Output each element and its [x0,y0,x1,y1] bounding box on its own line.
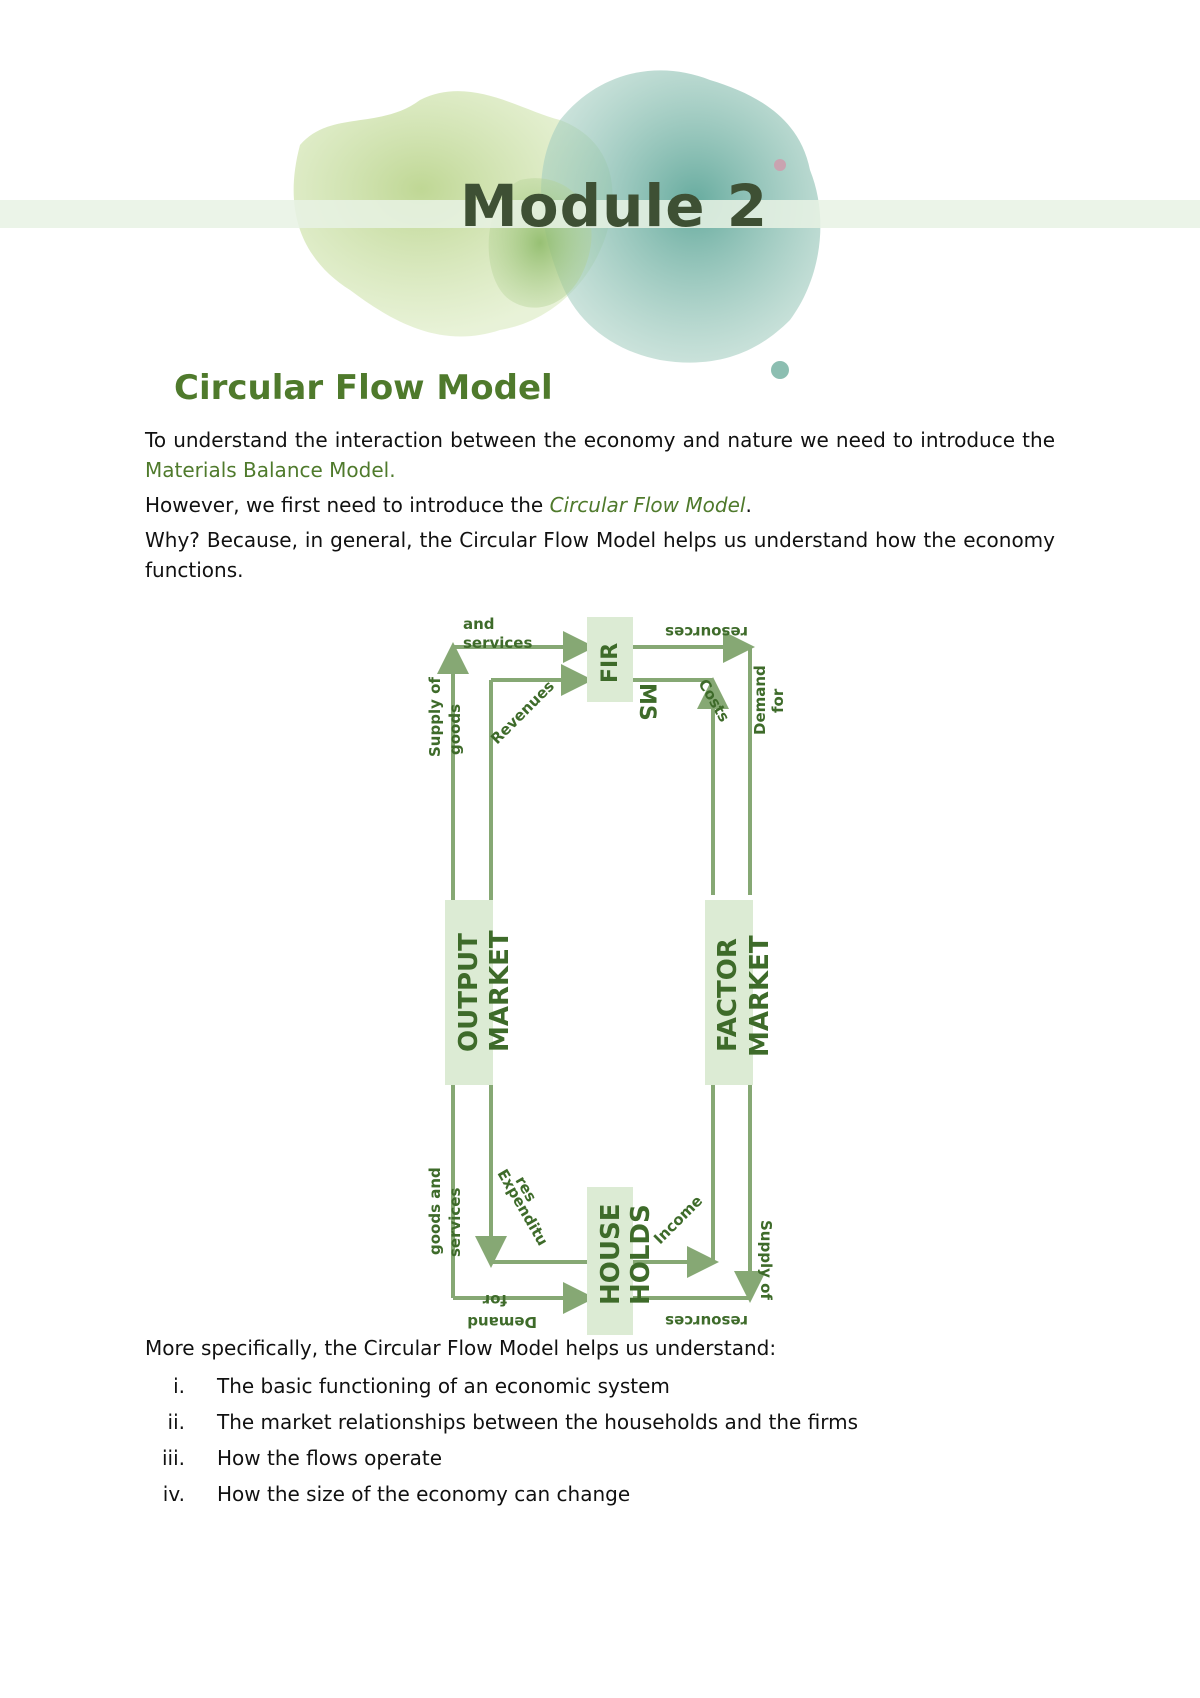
label-services-bottom: services [446,1188,464,1257]
households-label-1: HOUSE [596,1204,626,1305]
label-and: and [463,615,495,633]
households-box [587,1187,633,1335]
factor-market-box [705,900,753,1085]
intro-paragraph-2: However, we first need to introduce the … [145,490,1055,520]
households-label-2: HOLDS [626,1204,656,1305]
label-resources-bottom: resources [665,1312,748,1330]
factor-market-label-2: MARKET [745,935,775,1057]
list-item: ii. The market relationships between the… [145,1404,1045,1440]
intro-p2-text: However, we first need to introduce the [145,493,550,517]
takeaways-list: i. The basic functioning of an economic … [145,1368,1045,1512]
label-goods-and: goods and [426,1167,444,1255]
list-item-number: ii. [167,1410,185,1434]
intro-paragraph-3: Why? Because, in general, the Circular F… [145,528,1055,582]
list-item-text: How the size of the economy can change [217,1482,631,1506]
label-income: Income [650,1192,706,1248]
circular-flow-term: Circular Flow Model [549,493,746,517]
module-title: Module 2 [460,172,769,240]
list-item-number: iv. [162,1482,185,1506]
list-item: iv. How the size of the economy can chan… [145,1476,1045,1512]
section-heading: Circular Flow Model [174,368,553,408]
label-costs: Costs [695,676,734,725]
list-item: iii. How the flows operate [145,1440,1045,1476]
list-item-number: iii. [161,1446,185,1470]
output-market-box [445,900,493,1085]
label-demand-bottom: Demand [467,1313,537,1331]
output-market-label-1: OUTPUT [454,933,484,1052]
factor-market-label-1: FACTOR [713,938,743,1052]
list-item-text: The market relationships between the hou… [217,1410,859,1434]
list-item-text: How the flows operate [217,1446,442,1470]
label-supply-of-bottom: Supply of [757,1220,775,1300]
firms-box [587,617,633,702]
label-for-bottom: for [482,1291,507,1309]
label-supply-of: Supply of [426,677,444,757]
list-intro: More specifically, the Circular Flow Mod… [145,1336,777,1360]
label-resources-top: resources [665,623,748,641]
firms-label-2: MS [634,683,659,721]
list-item: i. The basic functioning of an economic … [145,1368,1045,1404]
intro-p2-end: . [745,493,752,517]
label-revenues: Revenues [487,677,558,748]
list-item-text: The basic functioning of an economic sys… [217,1374,670,1398]
list-item-number: i. [173,1374,185,1398]
intro-p1-text: To understand the interaction between th… [145,428,1055,452]
header-band [0,200,1200,228]
label-demand: Demand [751,665,769,735]
label-services-top: services [463,634,532,652]
intro-paragraph-1: To understand the interaction between th… [145,425,1055,485]
materials-balance-term: Materials Balance Model. [145,458,396,482]
label-goods: goods [446,704,464,755]
circular-flow-diagram: FIR MS OUTPUT MARKET FACTOR MARKET HOUSE… [426,615,787,1335]
output-market-label-2: MARKET [485,930,515,1052]
label-for: for [769,688,787,713]
firms-label-1: FIR [598,643,623,683]
